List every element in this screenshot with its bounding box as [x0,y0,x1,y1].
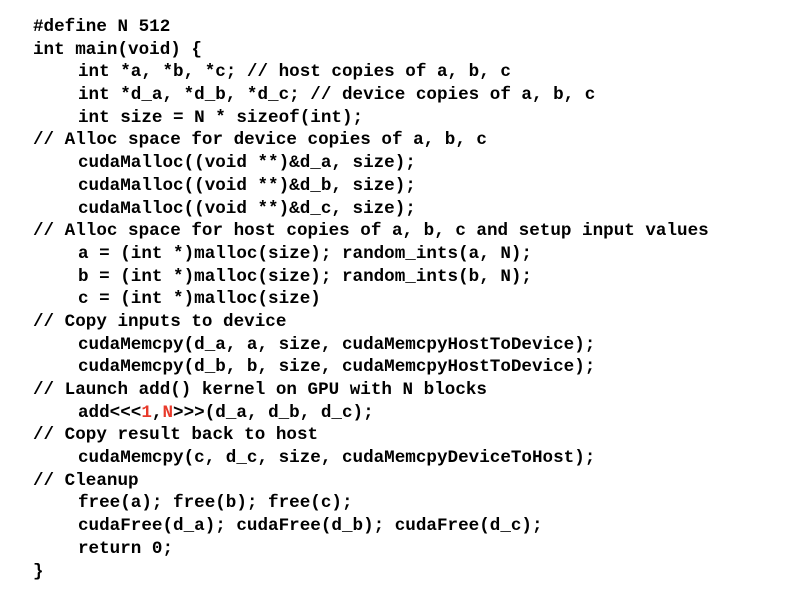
code-text: // Alloc space for device copies of a, b… [33,130,487,151]
code-line: #define N 512 [33,16,709,39]
code-line: cudaMemcpy(d_b, b, size, cudaMemcpyHostT… [33,356,709,379]
code-line: free(a); free(b); free(c); [33,492,709,515]
code-line: int main(void) { [33,39,709,62]
code-text: free(a); free(b); free(c); [78,493,353,514]
code-line: int *a, *b, *c; // host copies of a, b, … [33,61,709,84]
code-text: int *a, *b, *c; // host copies of a, b, … [78,62,511,83]
code-text: // Copy result back to host [33,425,319,446]
code-line: // Alloc space for host copies of a, b, … [33,220,709,243]
code-text: cudaFree(d_a); cudaFree(d_b); cudaFree(d… [78,516,543,537]
code-line: c = (int *)malloc(size) [33,288,709,311]
code-text: >>>(d_a, d_b, d_c); [173,402,374,423]
code-line: a = (int *)malloc(size); random_ints(a, … [33,243,709,266]
code-text: cudaMemcpy(d_a, a, size, cudaMemcpyHostT… [78,334,596,355]
code-line: cudaFree(d_a); cudaFree(d_b); cudaFree(d… [33,515,709,538]
code-text: add<<< [78,402,142,423]
code-line: cudaMalloc((void **)&d_b, size); [33,175,709,198]
code-line: // Launch add() kernel on GPU with N blo… [33,379,709,402]
code-text: , [151,402,163,423]
code-text: int main(void) { [33,39,202,60]
code-line: // Copy result back to host [33,424,709,447]
code-line: } [33,561,709,584]
code-line: return 0; [33,538,709,561]
code-text: b = (int *)malloc(size); random_ints(b, … [78,266,532,287]
highlighted-token: N [162,402,174,423]
code-text: a = (int *)malloc(size); random_ints(a, … [78,243,532,264]
code-text: cudaMalloc((void **)&d_c, size); [78,198,416,219]
code-text: c = (int *)malloc(size) [78,289,321,310]
code-text: int size = N * sizeof(int); [78,107,364,128]
code-line: cudaMalloc((void **)&d_c, size); [33,198,709,221]
code-text: } [33,561,44,582]
code-text: cudaMalloc((void **)&d_b, size); [78,175,416,196]
code-line: // Copy inputs to device [33,311,709,334]
code-line: cudaMemcpy(c, d_c, size, cudaMemcpyDevic… [33,447,709,470]
code-text: cudaMalloc((void **)&d_a, size); [78,153,416,174]
code-text: int *d_a, *d_b, *d_c; // device copies o… [78,85,596,106]
code-line: cudaMemcpy(d_a, a, size, cudaMemcpyHostT… [33,334,709,357]
code-text: // Copy inputs to device [33,311,287,332]
code-line: add<<<1,N>>>(d_a, d_b, d_c); [33,402,709,425]
code-line: // Cleanup [33,470,709,493]
code-text: #define N 512 [33,17,171,37]
code-text: cudaMemcpy(c, d_c, size, cudaMemcpyDevic… [78,448,596,469]
code-text: return 0; [78,538,174,559]
code-line: cudaMalloc((void **)&d_a, size); [33,152,709,175]
code-line: b = (int *)malloc(size); random_ints(b, … [33,266,709,289]
code-text: // Launch add() kernel on GPU with N blo… [33,380,487,400]
code-text: cudaMemcpy(d_b, b, size, cudaMemcpyHostT… [78,357,596,378]
code-line: // Alloc space for device copies of a, b… [33,129,709,152]
code-text: // Alloc space for host copies of a, b, … [33,221,709,242]
code-line: int size = N * sizeof(int); [33,107,709,130]
highlighted-token: 1 [141,402,152,423]
code-line: int *d_a, *d_b, *d_c; // device copies o… [33,84,709,107]
code-text: // Cleanup [33,470,139,491]
